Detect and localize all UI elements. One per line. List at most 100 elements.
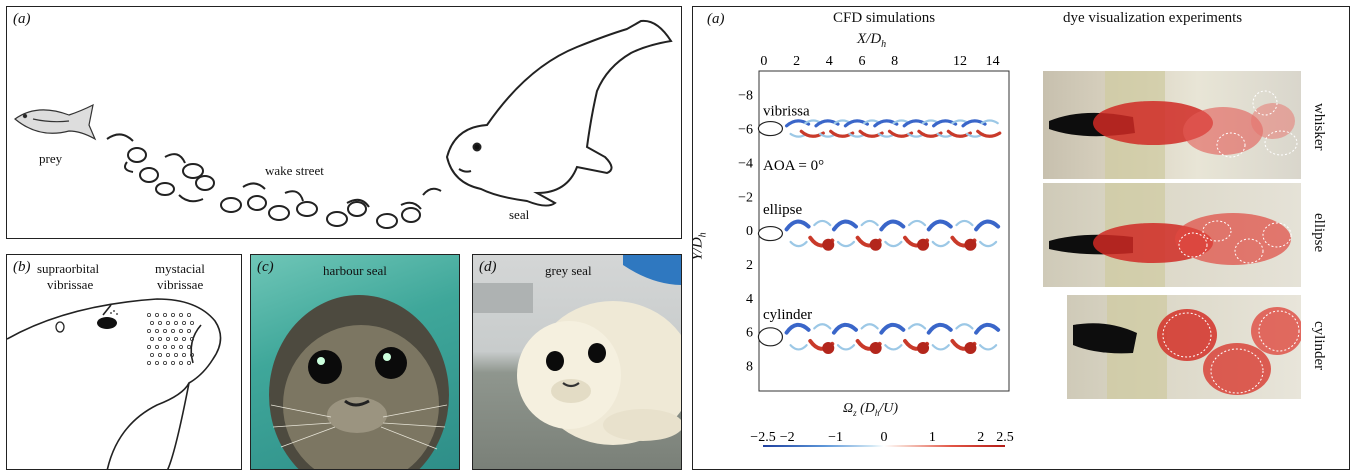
vibrissa-dot bbox=[165, 353, 170, 358]
grey-seal-image bbox=[473, 255, 681, 445]
y-tick-label: 4 bbox=[746, 292, 753, 307]
panel-a-label: (a) bbox=[13, 11, 31, 27]
colorbar-tick-label: −2 bbox=[780, 430, 795, 445]
prey-fish-icon bbox=[14, 103, 97, 141]
vibrissa-dot bbox=[165, 337, 170, 342]
y-tick-label: −2 bbox=[738, 190, 753, 205]
aoa-label: AOA = 0° bbox=[763, 158, 824, 174]
vibrissa-wake-vortices bbox=[757, 119, 1002, 138]
panel-c-harbour-seal-photo: (c) harbour seal bbox=[250, 254, 460, 470]
y-tick-label: 6 bbox=[746, 326, 753, 341]
right-panel-label: (a) bbox=[707, 11, 725, 27]
vibrissa-dot bbox=[165, 321, 170, 326]
vibrissa-dot bbox=[178, 361, 183, 366]
vibrissa-dot bbox=[173, 353, 178, 358]
vibrissa-dot bbox=[181, 353, 186, 358]
dye-row-label-ellipse: ellipse bbox=[1311, 213, 1327, 253]
vibrissa-dot bbox=[162, 329, 167, 334]
colorbar-tick-label: 2 bbox=[977, 430, 984, 445]
y-tick-label: 2 bbox=[746, 258, 753, 273]
mystacial-dots-icon bbox=[146, 313, 194, 366]
vibrissa-dot bbox=[189, 337, 194, 342]
vibrissa-dot bbox=[157, 337, 162, 342]
supraorbital-whisker-icon bbox=[110, 310, 118, 315]
vibrissa-dot bbox=[149, 321, 154, 326]
panel-a-swimming-seal: (a) bbox=[6, 6, 682, 239]
vibrissa-dot bbox=[154, 361, 159, 366]
vibrissa-dot bbox=[181, 321, 186, 326]
vibrissa-dot bbox=[186, 313, 191, 318]
grey-seal-caption: grey seal bbox=[545, 263, 592, 278]
supraorbital-label: supraorbital bbox=[37, 261, 100, 276]
y-tick-label: −4 bbox=[738, 156, 753, 171]
x-tick-label: 12 bbox=[953, 54, 967, 69]
vibrissa-dot bbox=[154, 345, 159, 350]
x-tick-label: 2 bbox=[793, 54, 800, 69]
wake-street-vortices bbox=[106, 133, 442, 229]
y-tick-label: 0 bbox=[746, 224, 753, 239]
vibrissa-dot bbox=[149, 353, 154, 358]
cfd-row-label: ellipse bbox=[763, 202, 802, 218]
vibrissa-dot bbox=[170, 361, 175, 366]
vibrissa-dot bbox=[154, 313, 159, 318]
seal-hunting-illustration bbox=[14, 19, 673, 229]
harbour-seal-image bbox=[269, 295, 449, 469]
vibrissa-dot bbox=[157, 353, 162, 358]
vibrissa-dot bbox=[186, 329, 191, 334]
panel-b-vibrissae-diagram: (b) supraorbital vibrissae mystacial vib… bbox=[6, 254, 242, 470]
wake-street-label: wake street bbox=[265, 163, 324, 178]
dye-row-label-cylinder: cylinder bbox=[1311, 321, 1327, 371]
vibrissa-dot bbox=[170, 313, 175, 318]
y-tick-label: 8 bbox=[746, 360, 753, 375]
vibrissa-dot bbox=[162, 345, 167, 350]
vibrissa-dot bbox=[170, 329, 175, 334]
prey-label: prey bbox=[39, 151, 63, 166]
y-tick-label: −6 bbox=[738, 123, 753, 138]
vibrissa-dot bbox=[189, 353, 194, 358]
vibrissa-dot bbox=[146, 329, 151, 334]
nostril-icon bbox=[55, 321, 65, 333]
vibrissa-dot bbox=[146, 313, 151, 318]
colorbar-tick-label: 0 bbox=[881, 430, 888, 445]
ellipse-wake-vortices bbox=[757, 219, 1001, 251]
colorbar-tick-label: 2.5 bbox=[996, 430, 1014, 445]
supraorbital-label-2: vibrissae bbox=[47, 277, 94, 292]
seal-drawing-icon bbox=[445, 19, 673, 207]
seal-head-outline bbox=[7, 298, 222, 469]
dye-photo-whisker bbox=[1043, 71, 1301, 179]
vibrissa-dot bbox=[186, 361, 191, 366]
vibrissa-dot bbox=[157, 321, 162, 326]
seal-label: seal bbox=[509, 207, 530, 222]
x-tick-label: 8 bbox=[891, 54, 898, 69]
cfd-title: CFD simulations bbox=[833, 10, 936, 26]
eye-icon bbox=[97, 317, 117, 329]
panel-b-label: (b) bbox=[13, 259, 31, 275]
x-tick-label: 0 bbox=[760, 54, 767, 69]
x-axis-label: X/Dh bbox=[857, 31, 887, 50]
mystacial-label: mystacial bbox=[155, 261, 205, 276]
colorbar-tick-label: −2.5 bbox=[750, 430, 775, 445]
vibrissa-dot bbox=[149, 337, 154, 342]
vibrissa-dot bbox=[162, 361, 167, 366]
harbour-seal-caption: harbour seal bbox=[323, 263, 387, 278]
ellipse-dye-image bbox=[1049, 183, 1292, 287]
dye-photo-ellipse bbox=[1043, 183, 1301, 287]
x-tick-label: 4 bbox=[826, 54, 833, 69]
cylinder-dye-image bbox=[1073, 295, 1301, 399]
vibrissa-dot bbox=[154, 329, 159, 334]
vibrissa-dot bbox=[146, 361, 151, 366]
cfd-row-label: cylinder bbox=[763, 307, 812, 323]
vibrissa-dot bbox=[189, 321, 194, 326]
panel-d-label: (d) bbox=[479, 259, 497, 275]
whisker-dye-image bbox=[1049, 71, 1298, 179]
vibrissa-dot bbox=[146, 345, 151, 350]
panel-c-label: (c) bbox=[257, 259, 274, 275]
right-figure-cfd-dye: (a) CFD simulations dye visualization ex… bbox=[692, 6, 1350, 470]
cylinder-wake-vortices bbox=[757, 322, 1001, 355]
x-tick-label: 14 bbox=[986, 54, 1000, 69]
vibrissa-dot bbox=[186, 345, 191, 350]
y-tick-label: −8 bbox=[738, 89, 753, 104]
vibrissa-dot bbox=[178, 313, 183, 318]
panel-d-grey-seal-photo: (d) grey seal bbox=[472, 254, 682, 470]
